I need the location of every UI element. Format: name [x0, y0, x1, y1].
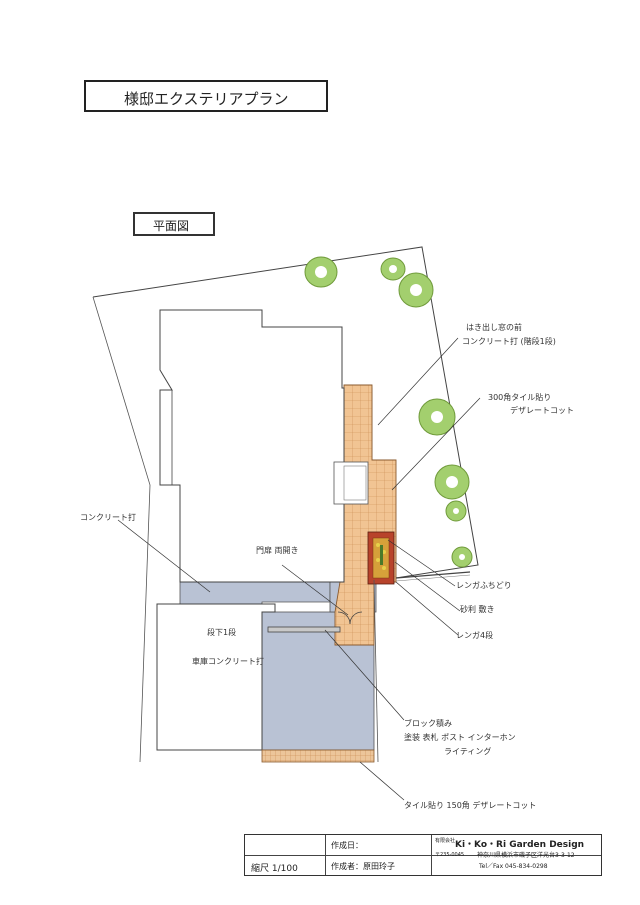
annotation-brick-edge: レンガふちどり: [456, 581, 512, 590]
annotation-tile-300: 300角タイル貼り: [488, 393, 552, 402]
title-block-date: 作成日：: [331, 841, 363, 850]
annotation-garage: 車庫コンクリート打: [192, 657, 264, 666]
annotation-concrete-left: コンクリート打: [80, 513, 136, 522]
tile-150-strip: [261, 749, 375, 763]
annotation-block-a: ブロック積み: [404, 719, 452, 728]
title-block-author: 作成者：原田玲子: [331, 862, 395, 871]
block-wall: [267, 626, 341, 633]
leader-lines: [117, 337, 481, 801]
company-address: 神奈川県横浜市磯子区洋光台3-3-12: [477, 852, 575, 859]
tree-7: [451, 546, 473, 568]
annotation-block-c: ライティング: [444, 747, 492, 756]
plan-title-box: 様邸エクステリアプラン: [84, 80, 328, 112]
annotation-window-concrete-2: コンクリート打 (階段1段): [462, 337, 556, 346]
tree-5: [434, 464, 470, 500]
company-postal: 〒235-0045: [435, 852, 465, 858]
section-label-box: 平面図: [133, 212, 215, 236]
tree-1: [304, 256, 338, 288]
annotation-gate: 門扉 両開き: [256, 546, 299, 555]
title-block: 作成日： 縮尺 1/100 作成者：原田玲子 有限会社 Ki・Ko・Ri Gar…: [244, 834, 602, 876]
section-label: 平面図: [153, 219, 190, 233]
entry-door-inner: [343, 465, 367, 501]
annotation-window-concrete: はき出し窓の前: [466, 323, 522, 332]
annotation-step: 段下1段: [207, 628, 237, 637]
company-kind: 有限会社: [435, 838, 456, 844]
tree-6: [445, 500, 467, 522]
company-tel: Tel／Fax 045-834-0298: [479, 863, 548, 870]
site-boundary-left: [92, 296, 151, 763]
garage-building: [156, 603, 276, 751]
property-line: [373, 579, 379, 763]
tree-4: [418, 398, 456, 436]
annotation-block-b: 塗装 表札 ポスト インターホン: [404, 733, 516, 742]
fence-line: [395, 571, 471, 579]
gate-swing-right: [349, 611, 363, 625]
annotation-stone: 砂利 敷き: [460, 605, 495, 614]
plan-title: 様邸エクステリアプラン: [124, 90, 289, 108]
title-block-scale: 縮尺 1/100: [251, 864, 298, 874]
company-name: Ki・Ko・Ri Garden Design: [455, 840, 585, 850]
tree-3: [398, 272, 434, 308]
existing-building: [159, 309, 345, 583]
annotation-tile-150: タイル貼り 150角 デザレートコット: [404, 801, 537, 810]
tree-2: [380, 257, 406, 281]
annotation-brick-4: レンガ4段: [456, 631, 494, 640]
annotation-tile-300-b: デザレートコット: [510, 406, 574, 415]
